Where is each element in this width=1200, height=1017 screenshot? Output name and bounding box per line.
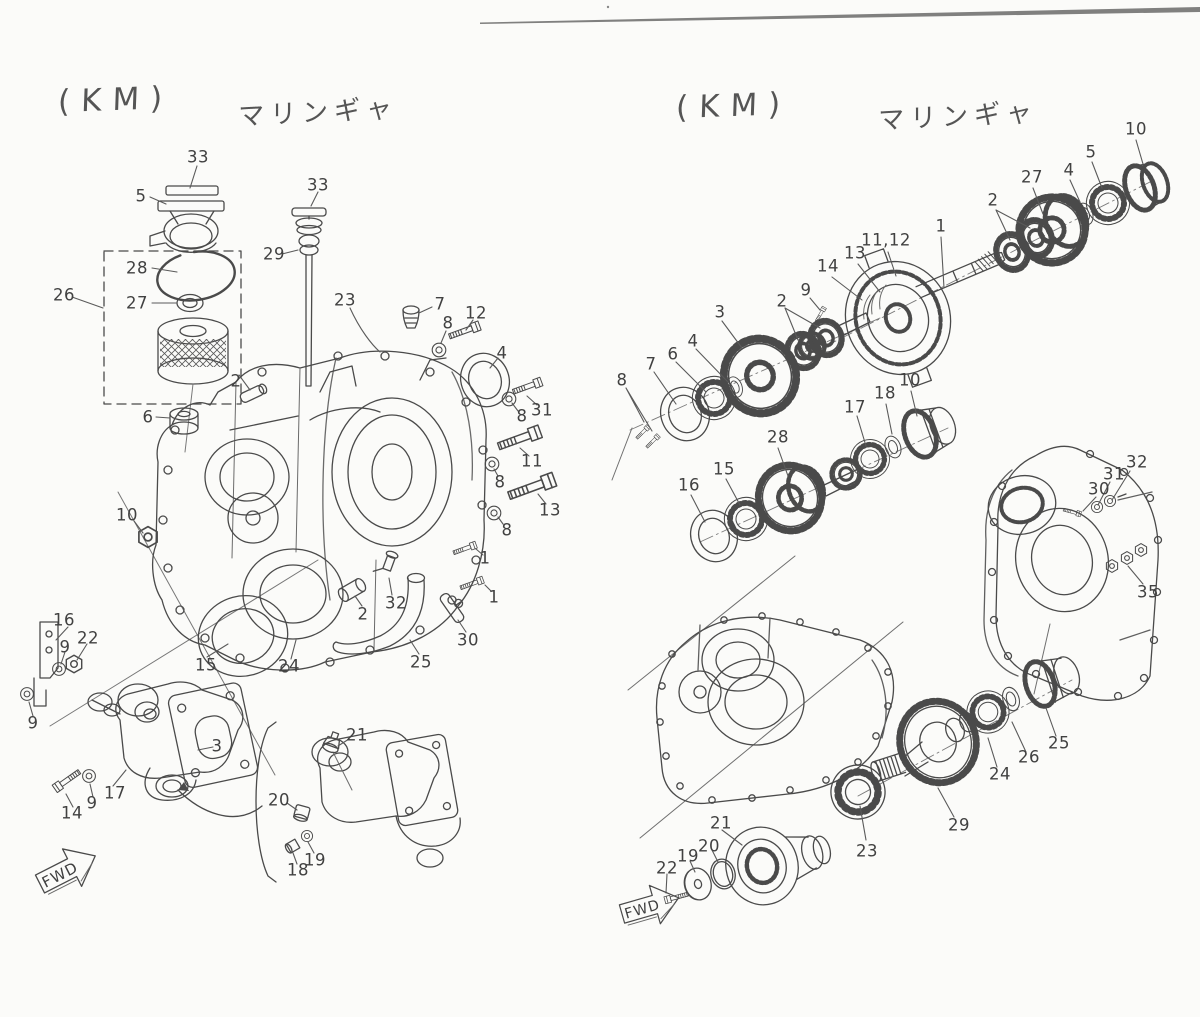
right-header-code: (KM) <box>675 85 792 127</box>
right-output-shaft-drawing <box>870 656 1081 787</box>
left-leader-lines <box>28 165 547 865</box>
right-leader-lines <box>625 139 1144 894</box>
left-filter-assembly-drawing <box>103 250 242 453</box>
left-actuator-drawing <box>20 621 259 801</box>
left-dipstick-drawing <box>291 207 327 387</box>
left-bolts-drawing <box>138 305 558 655</box>
right-counter-shaft-drawing <box>634 312 957 563</box>
left-filler-cap-drawing <box>149 185 225 253</box>
right-rear-case-drawing <box>983 445 1163 701</box>
fwd-arrow-right: FWD <box>618 884 680 926</box>
scan-artifact-line <box>480 5 1200 24</box>
fwd-label-right: FWD <box>623 897 662 922</box>
left-case-drawing <box>151 350 488 678</box>
right-input-shaft-drawing <box>799 161 1171 388</box>
left-header-code: (KM) <box>57 79 174 121</box>
right-front-case-drawing <box>655 612 893 826</box>
right-frame-lines <box>611 427 1051 839</box>
right-front-case-bolt-holes <box>656 612 892 804</box>
left-case-bolt-holes <box>158 351 488 673</box>
left-inset-drawing <box>177 721 461 883</box>
left-seal-15-drawing <box>197 594 289 678</box>
right-rear-case-bolt-holes <box>987 449 1163 701</box>
left-construction-lines <box>49 491 319 776</box>
fwd-arrow-left: FWD <box>34 848 96 895</box>
